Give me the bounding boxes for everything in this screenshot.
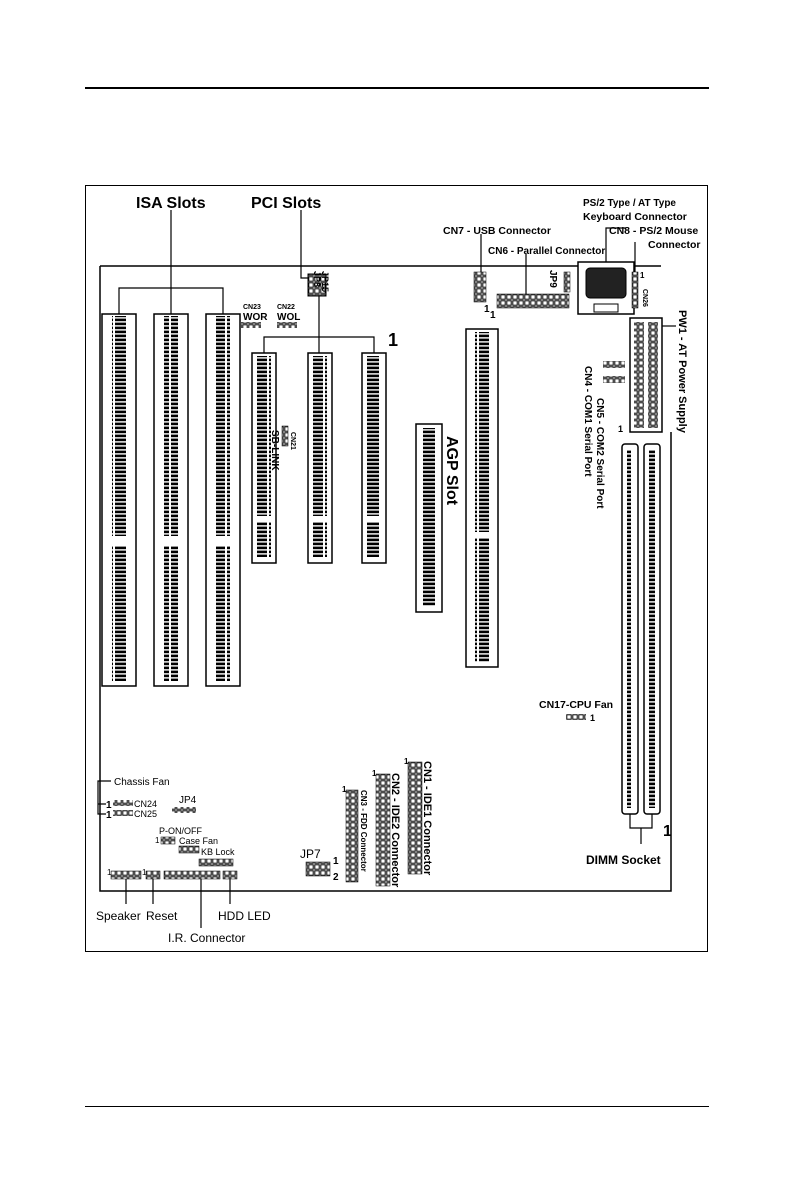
reset-label: Reset <box>146 909 178 923</box>
cn6-label: CN6 - Parallel Connector <box>488 246 605 257</box>
cn5-cn4-serial-ports: 1 <box>603 361 625 434</box>
wol-label: WOL <box>277 312 300 323</box>
speaker-label: Speaker <box>96 909 141 923</box>
cn25-label: CN25 <box>134 809 157 819</box>
jp7-pin1-label: 1 <box>333 856 339 867</box>
cn22-wol-header: CN22 WOL <box>277 304 300 328</box>
ir-connector-label: I.R. Connector <box>168 931 245 945</box>
ps2-kb-label-line1: PS/2 Type / AT Type <box>583 198 676 209</box>
footer-rule <box>85 1106 709 1107</box>
jp15-label: JP15 <box>320 271 330 292</box>
front-panel-headers: P-ON/OFF 1 Case Fan KB Lock 1 1 <box>107 826 238 928</box>
cn7-usb-connector: 1 <box>473 234 490 315</box>
motherboard-layout-diagram: ISA Slots PCI Slots 1 JP15 JP8 CN23 WOR <box>85 185 708 952</box>
isa-slot-1 <box>101 313 137 687</box>
cn1-label: CN1 - IDE1 Connector <box>421 761 433 876</box>
agp-slot-label: AGP Slot <box>443 436 460 506</box>
pin1-label-cn1: 1 <box>404 757 409 766</box>
chassis-fan-label: Chassis Fan <box>114 777 170 788</box>
cn7-label: CN7 - USB Connector <box>443 225 551 237</box>
pin1-label-cn3: 1 <box>342 785 347 794</box>
cn26-label: CN26 <box>641 289 648 307</box>
pin1-label-speaker: 1 <box>107 868 112 877</box>
cn8-label-line2: Connector <box>648 239 701 251</box>
cn21-sb-link-header: CN21 SB-LINK <box>269 425 296 471</box>
cn2-ide2-connector: 1 <box>372 769 391 887</box>
isa-slot-2 <box>153 313 189 687</box>
chassis-fan-headers: Chassis Fan 1 CN24 1 CN25 <box>97 777 170 821</box>
jp4-label: JP4 <box>179 795 197 806</box>
pci-slot-1 <box>251 352 277 564</box>
cn3-fdd-connector: 1 <box>342 785 359 883</box>
pw1-power-connector <box>629 317 676 433</box>
case-fan-label: Case Fan <box>179 836 218 846</box>
cn22-label: CN22 <box>277 304 295 311</box>
header-rule <box>85 87 709 89</box>
diagram-canvas: ISA Slots PCI Slots 1 JP15 JP8 CN23 WOR <box>96 195 701 945</box>
pin1-label-cn6: 1 <box>490 310 496 321</box>
cn17-cpu-fan-header: 1 <box>566 713 595 723</box>
pin1-label-cn7: 1 <box>484 304 490 315</box>
cn4-label: CN4 - COM1 Serial Port <box>582 366 593 477</box>
cn2-label: CN2 - IDE2 Connector <box>389 773 401 888</box>
pci-slot-2 <box>307 352 333 564</box>
board-outline <box>99 265 672 892</box>
jp9-jumper: JP9 <box>547 270 571 293</box>
ps2-kb-label-line2: Keyboard Connector <box>583 211 687 223</box>
cn8-label-line1: CN8 - PS/2 Mouse <box>609 225 698 237</box>
cn17-label: CN17-CPU Fan <box>539 699 613 711</box>
cn5-label: CN5 - COM2 Serial Port <box>594 398 605 509</box>
jp9-label: JP9 <box>547 270 558 288</box>
pin1-label-reset: 1 <box>142 868 147 877</box>
kb-lock-label: KB Lock <box>201 847 235 857</box>
pin1-label-serial: 1 <box>618 424 623 434</box>
cn23-wor-header: CN23 WOR <box>241 304 268 328</box>
dimm-socket-label: DIMM Socket <box>586 853 661 867</box>
cn6-parallel-connector: 1 <box>490 254 570 321</box>
pin1-label-pon: 1 <box>155 836 160 845</box>
cn21-label: CN21 <box>289 432 296 450</box>
pin1-label-cn25: 1 <box>106 810 112 821</box>
cn17-pin1-label: 1 <box>590 713 595 723</box>
pin1-label-cn8: 1 <box>640 271 645 280</box>
isa-slot-3 <box>205 313 241 687</box>
wor-label: WOR <box>243 312 268 323</box>
hdd-led-label: HDD LED <box>218 909 271 923</box>
jp4-jumper: JP4 <box>172 795 197 813</box>
cn3-label: CN3 - FDD Connector <box>359 790 368 872</box>
pci-pin1-label: 1 <box>388 330 398 350</box>
isa-slots <box>101 210 241 687</box>
sb-link-label: SB-LINK <box>269 430 280 471</box>
jp7-jumper: JP7 1 2 <box>300 847 339 883</box>
jp7-pin2-label: 2 <box>333 872 339 883</box>
pci-slot-3 <box>361 352 387 564</box>
dimm-pin1-label: 1 <box>663 823 672 840</box>
cn8-ps2-mouse-connector: 1 <box>631 242 645 309</box>
pci-slots-label: PCI Slots <box>251 195 321 212</box>
cn1-ide1-connector: 1 <box>404 757 423 875</box>
jp7-label: JP7 <box>300 847 321 861</box>
jp15-jp8-jumper: JP15 JP8 <box>307 271 330 297</box>
keyboard-connector <box>577 227 635 315</box>
pw1-label: PW1 - AT Power Supply <box>676 310 688 434</box>
cn23-label: CN23 <box>243 304 261 311</box>
pin1-label-cn2: 1 <box>372 769 377 778</box>
pci-slots <box>251 210 387 564</box>
agp-slot <box>415 423 443 613</box>
pin1-label-cn24: 1 <box>106 800 112 811</box>
p-on-off-label: P-ON/OFF <box>159 826 202 836</box>
cn24-label: CN24 <box>134 799 157 809</box>
dimm-sockets <box>621 443 661 844</box>
cpu-slot <box>465 328 499 668</box>
isa-slots-label: ISA Slots <box>136 195 206 212</box>
jp8-label: JP8 <box>312 271 322 287</box>
